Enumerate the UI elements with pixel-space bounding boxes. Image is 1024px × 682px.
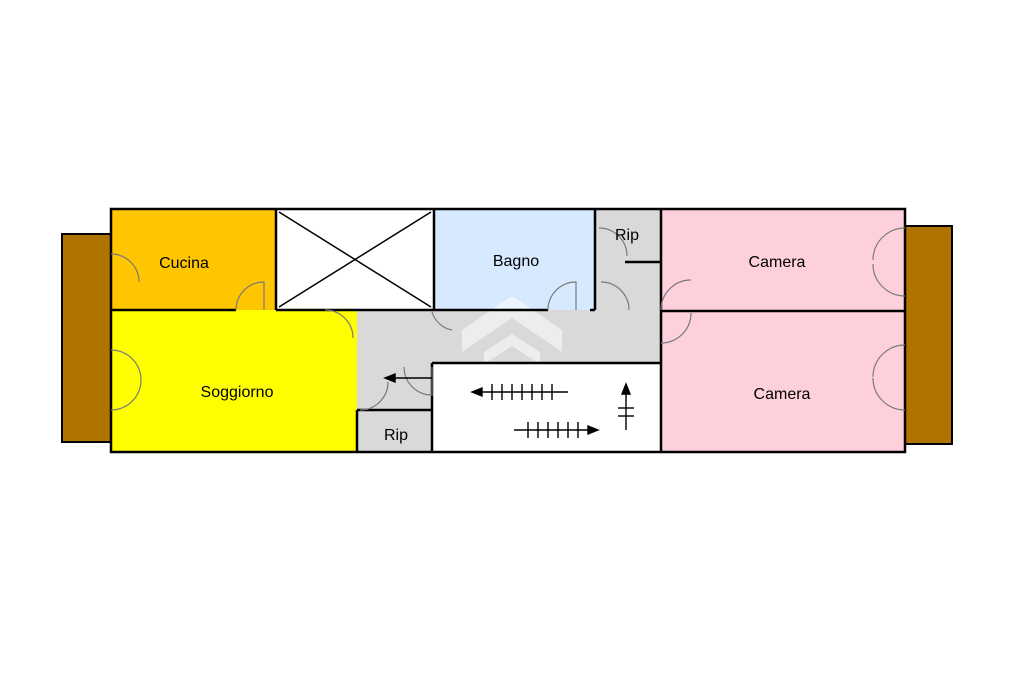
label-rip-bottom: Rip xyxy=(384,427,408,444)
stairs-icon xyxy=(383,372,634,438)
door-swings xyxy=(110,227,906,411)
room-soggiorno xyxy=(111,310,357,452)
room-camera-bottom xyxy=(661,311,905,452)
label-soggiorno: Soggiorno xyxy=(201,384,274,401)
room-rip-bottom xyxy=(357,410,432,452)
outer-wall xyxy=(109,207,907,454)
label-rip-top: Rip xyxy=(615,227,639,244)
interior-walls xyxy=(111,209,905,452)
label-bagno: Bagno xyxy=(493,253,539,270)
room-camera-top xyxy=(661,209,905,311)
room-bagno xyxy=(434,209,595,310)
balcony-left xyxy=(61,233,112,443)
room-rip-top xyxy=(595,209,661,310)
label-camera-top: Camera xyxy=(749,254,806,271)
balcony-right xyxy=(904,225,953,445)
label-camera-bottom: Camera xyxy=(754,386,811,403)
room-corridor-left xyxy=(357,363,432,410)
shaft-cross-icon xyxy=(278,211,432,308)
watermark-house-icon xyxy=(462,296,562,364)
room-cucina xyxy=(111,209,276,310)
label-cucina: Cucina xyxy=(159,255,209,272)
